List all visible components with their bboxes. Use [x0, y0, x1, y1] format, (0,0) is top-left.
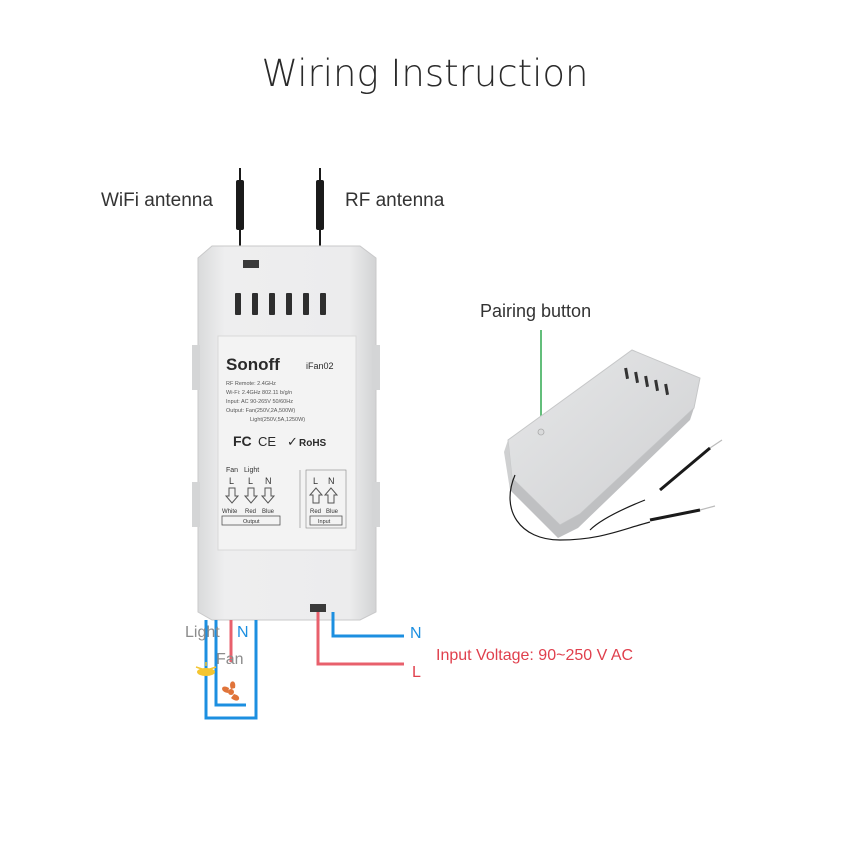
wire-color-label: Blue [326, 509, 339, 515]
terminal-label: N [328, 476, 335, 486]
ce-mark: CE [258, 434, 276, 449]
rohs-mark: RoHS [299, 438, 327, 449]
remote-unit [504, 349, 701, 538]
neutral-label-output: N [237, 624, 249, 641]
pairing-button-label: Pairing button [480, 301, 592, 321]
terminal-label: L [229, 476, 234, 486]
light-bulb-icon [195, 662, 217, 676]
output-caption: Output [243, 519, 260, 525]
pairing-button-icon [537, 428, 545, 436]
terminal-label: L [248, 476, 253, 486]
spec-line: Output: Fan(250V,2A,500W) [226, 408, 295, 414]
spec-line: Input: AC 90-265V 50/60Hz [226, 399, 293, 405]
wire-color-label: Red [310, 509, 321, 515]
output-header-fan: Fan [226, 467, 238, 474]
remote-antennas [509, 439, 723, 541]
rf-antenna-label: RF antenna [345, 190, 445, 211]
fc-mark: FC [233, 433, 252, 449]
spec-line: Light(250V,5A,1250W) [250, 417, 305, 423]
spec-line: Wi-Fi: 2.4GHz 802.11 b/g/n [226, 390, 292, 396]
terminal-label: L [313, 476, 318, 486]
wifi-antenna-label: WiFi antenna [101, 190, 213, 211]
model-text: iFan02 [306, 361, 334, 371]
output-header-light: Light [244, 467, 259, 474]
check-icon: ✓ [287, 434, 298, 449]
wire-color-label: Red [245, 509, 256, 515]
device-vents [235, 293, 326, 315]
spec-line: RF Remote: 2.4GHz [226, 381, 276, 387]
fan-label: Fan [216, 651, 244, 668]
brand-text: Sonoff [226, 355, 280, 374]
rf-antenna [316, 168, 324, 248]
output-arrows [224, 487, 276, 504]
input-wiring [316, 612, 404, 666]
fan-icon [222, 681, 240, 701]
live-label-input: L [412, 664, 421, 681]
input-arrows [308, 487, 339, 504]
terminal-label: N [265, 476, 272, 486]
remote-vents [624, 367, 670, 396]
page-title: Wiring Instruction [261, 52, 589, 95]
sonoff-device: Sonoff iFan02 RF Remote: 2.4GHz Wi-Fi: 2… [192, 245, 380, 621]
wifi-antenna [236, 168, 244, 248]
wire-color-label: Blue [262, 509, 275, 515]
wire-color-label: White [222, 509, 238, 515]
input-voltage-label: Input Voltage: 90~250 V AC [436, 647, 634, 664]
light-label: Light [185, 624, 220, 641]
neutral-label-input: N [410, 625, 422, 642]
input-caption: Input [318, 519, 331, 525]
